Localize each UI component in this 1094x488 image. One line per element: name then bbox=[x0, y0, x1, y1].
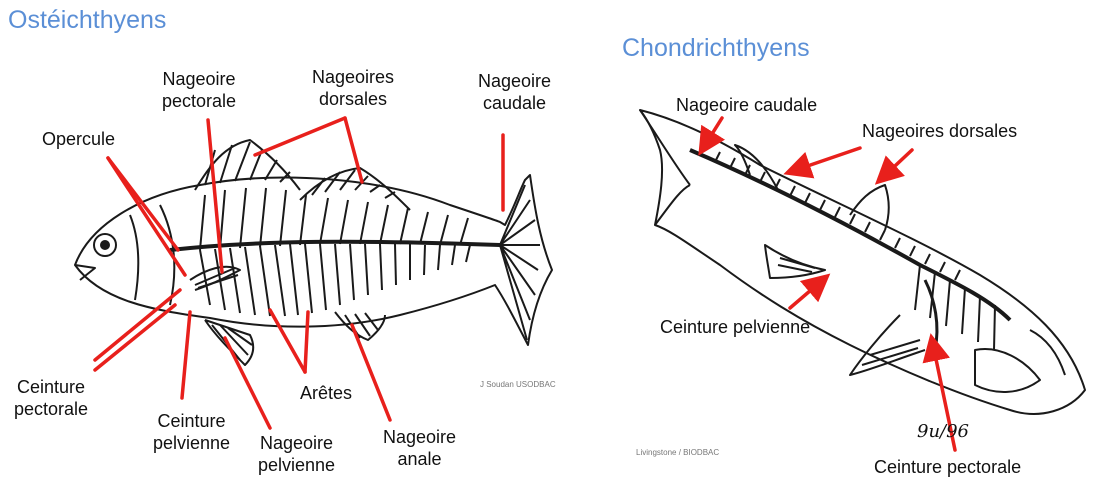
label-aretes: Arêtes bbox=[300, 382, 352, 404]
arrow-nageoire-pelvienne bbox=[225, 338, 270, 428]
credit-chondrichthyens: Livingstone / BIODBAC bbox=[636, 448, 719, 457]
arrow-ceinture-pectorale-2 bbox=[95, 305, 175, 370]
arrow-aretes-2 bbox=[305, 312, 308, 372]
arrow-shark-ceinture-pelvienne bbox=[790, 278, 825, 308]
label-ceinture-pelvienne: Ceinture pelvienne bbox=[153, 410, 230, 454]
label-shark-nageoires-dorsales: Nageoires dorsales bbox=[862, 120, 1017, 142]
arrow-nageoires-dorsales-2 bbox=[345, 118, 362, 182]
arrow-nageoire-anale bbox=[352, 325, 390, 420]
label-shark-ceinture-pectorale: Ceinture pectorale bbox=[874, 456, 1021, 478]
label-nageoire-pectorale: Nageoire pectorale bbox=[162, 68, 236, 112]
chondrichthyens-title: Chondrichthyens bbox=[622, 34, 810, 63]
label-nageoire-pelvienne: Nageoire pelvienne bbox=[258, 432, 335, 476]
label-nageoire-anale: Nageoire anale bbox=[383, 426, 456, 470]
arrow-shark-dorsales-1 bbox=[790, 148, 860, 172]
arrow-nageoires-dorsales-1 bbox=[255, 118, 345, 155]
arrow-shark-nageoire-caudale bbox=[702, 118, 722, 150]
arrow-aretes-1 bbox=[270, 310, 305, 372]
label-nageoires-dorsales: Nageoires dorsales bbox=[312, 66, 394, 110]
arrow-opercule-2 bbox=[108, 158, 185, 275]
label-shark-nageoire-caudale: Nageoire caudale bbox=[676, 94, 817, 116]
arrow-ceinture-pelvienne bbox=[182, 312, 190, 398]
label-opercule: Opercule bbox=[42, 128, 115, 150]
arrow-ceinture-pectorale-1 bbox=[95, 290, 180, 360]
arrow-nageoire-pectorale bbox=[208, 120, 222, 272]
osteichthyens-title: Ostéichthyens bbox=[8, 6, 166, 35]
arrow-shark-dorsales-2 bbox=[880, 150, 912, 180]
label-ceinture-pectorale: Ceinture pectorale bbox=[14, 376, 88, 420]
credit-osteichthyens: J Soudan USODBAC bbox=[480, 380, 556, 389]
label-shark-ceinture-pelvienne: Ceinture pelvienne bbox=[660, 316, 810, 338]
artist-signature: 9u/96 bbox=[917, 421, 969, 443]
label-nageoire-caudale: Nageoire caudale bbox=[478, 70, 551, 114]
